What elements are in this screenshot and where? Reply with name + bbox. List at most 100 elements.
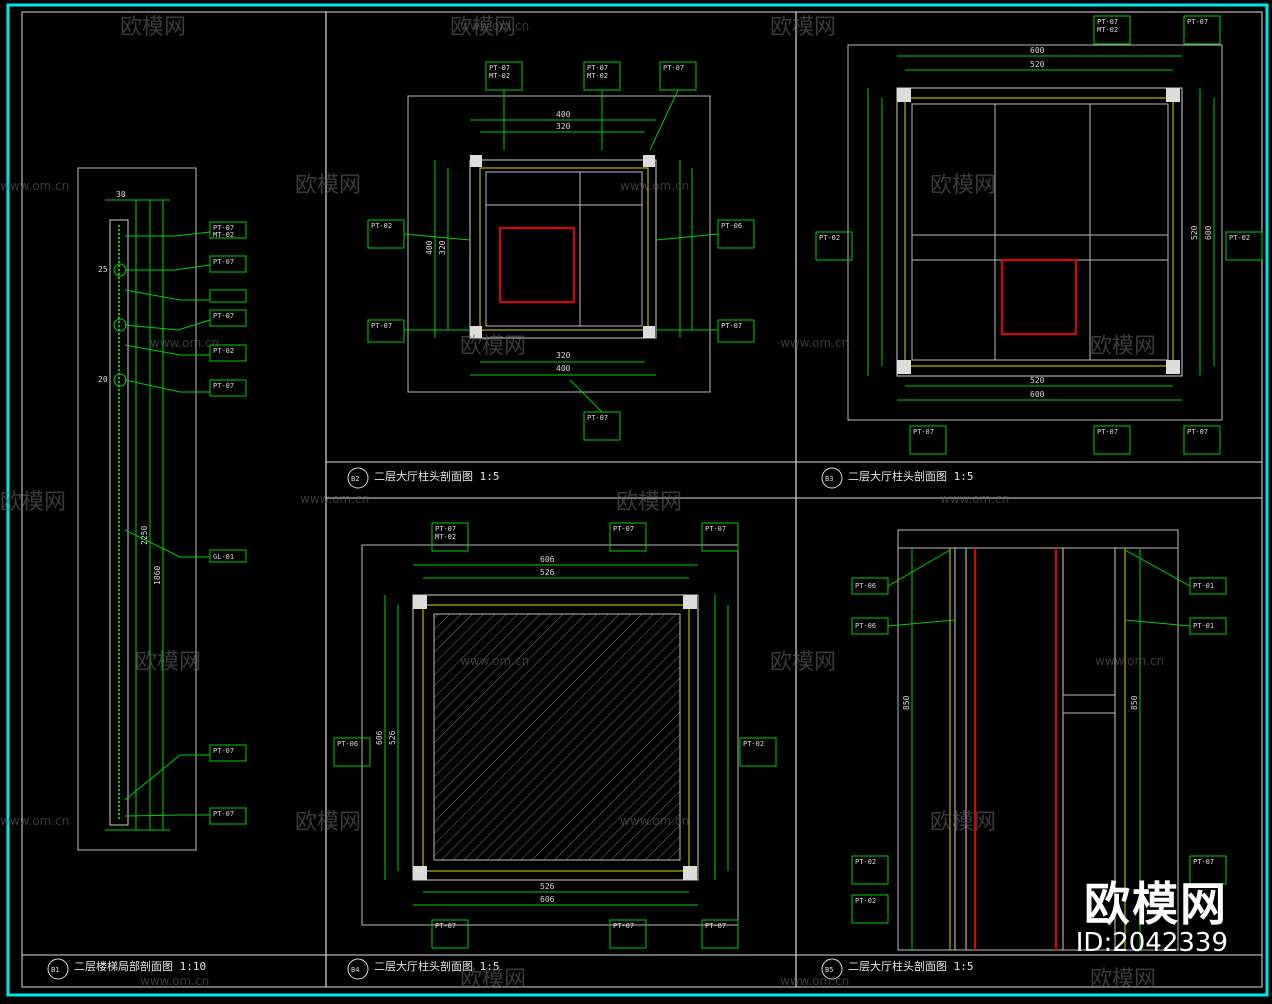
b3-tag-pt02-b: PT-02 — [1229, 234, 1250, 242]
watermark-url: www.om.cn — [0, 179, 69, 193]
panel-b4-section: 606 526 526 606 606 526 PT-07 MT-02 PT-0… — [333, 522, 777, 949]
b4-tag-pt07-c: PT-07 — [705, 525, 726, 533]
b3-dim-top-600: 600 — [1030, 46, 1045, 55]
watermark-logo: 欧模网 — [616, 490, 682, 515]
b3-tag-pt07-c: PT-07 — [913, 428, 934, 436]
b2-dim-top-400: 400 — [556, 110, 571, 119]
b1-dim-20: 20 — [98, 375, 108, 384]
b2-tag-mt02-a: MT-02 — [489, 72, 510, 80]
b4-tag-pt07-d: PT-07 — [435, 922, 456, 930]
b5-dim-right-850: 850 — [1130, 695, 1139, 710]
watermark-logo: 欧模网 — [930, 810, 996, 835]
b2-tag-pt07-c: PT-07 — [663, 64, 684, 72]
b2-tag-pt07-e: PT-07 — [721, 322, 742, 330]
b4-tag-pt07-f: PT-07 — [705, 922, 726, 930]
watermark-url: www.om.cn — [140, 974, 209, 988]
b4-dim-side-606: 606 — [375, 730, 384, 745]
b2-tag-pt07-f: PT-07 — [587, 414, 608, 422]
watermark-logo: 欧模网 — [450, 15, 516, 40]
watermark-logo: 欧模网 — [135, 650, 201, 675]
b2-dim-side-400: 400 — [425, 240, 434, 255]
b4-tag-pt06: PT-06 — [337, 740, 358, 748]
watermark-url: www.om.cn — [1095, 654, 1164, 668]
b2-tag-pt06-a: PT-06 — [721, 222, 742, 230]
title-b4-text: 二层大厅柱头剖面图 1:5 — [374, 959, 500, 973]
watermark-logo: 欧模网 — [460, 967, 526, 992]
watermark-logo: 欧模网 — [0, 490, 66, 515]
title-b4-code: B4 — [351, 966, 359, 974]
b4-tag-pt07-b: PT-07 — [613, 525, 634, 533]
watermark-logo: 欧模网 — [460, 334, 526, 359]
b5-tag-pt01-b: PT-01 — [1193, 622, 1214, 630]
b3-tag-pt02-a: PT-02 — [819, 234, 840, 242]
b5-tag-pt01-a: PT-01 — [1193, 582, 1214, 590]
panel-b1-section: 2250 1860 30 25 20 PT-07 MT-02 PT-07 PT-… — [77, 167, 247, 851]
title-b3-code: B3 — [825, 475, 833, 483]
watermark-url: www.om.cn — [460, 654, 529, 668]
b2-dim-top-320: 320 — [556, 122, 571, 131]
watermark-url: www.om.cn — [150, 336, 219, 350]
b4-tag-pt02: PT-02 — [743, 740, 764, 748]
watermark-logo: 欧模网 — [930, 173, 996, 198]
b3-tag-mt02-a: MT-02 — [1097, 26, 1118, 34]
b1-dim-25: 25 — [98, 265, 108, 274]
title-b3-text: 二层大厅柱头剖面图 1:5 — [848, 469, 974, 483]
b4-tag-pt07-a: PT-07 — [435, 525, 456, 533]
b3-dim-bottom-520: 520 — [1030, 376, 1045, 385]
b4-tag-pt07-e: PT-07 — [613, 922, 634, 930]
b3-tag-pt07-b: PT-07 — [1187, 18, 1208, 26]
sheet-inner-border — [21, 11, 1263, 988]
title-b5-code: B5 — [825, 966, 833, 974]
watermark-url: www.om.cn — [620, 814, 689, 828]
b1-tag-pt07-b: PT-07 — [213, 258, 234, 266]
b1-tag-gl01: GL-01 — [213, 553, 234, 561]
b1-tag-pt07-f: PT-07 — [213, 810, 234, 818]
watermark-url: www.om.cn — [300, 492, 369, 506]
title-b2-text: 二层大厅柱头剖面图 1:5 — [374, 469, 500, 483]
b1-tag-pt07-e: PT-07 — [213, 747, 234, 755]
b5-tag-pt06-a: PT-06 — [855, 582, 876, 590]
b5-tag-pt02-b: PT-02 — [855, 897, 876, 905]
title-b5-text: 二层大厅柱头剖面图 1:5 — [848, 959, 974, 973]
brand-id: ID:2042339 — [1075, 928, 1228, 958]
b5-tag-pt07: PT-07 — [1193, 858, 1214, 866]
watermark-logo: 欧模网 — [1090, 334, 1156, 359]
title-block-b3: B3 二层大厅柱头剖面图 1:5 — [821, 467, 974, 489]
b4-dim-top-526: 526 — [540, 568, 555, 577]
watermark-url: www.om.cn — [620, 179, 689, 193]
title-block-b5: B5 二层大厅柱头剖面图 1:5 — [821, 958, 974, 980]
sheet-border — [6, 3, 1269, 997]
b3-dim-side-600: 600 — [1204, 225, 1213, 240]
b3-dim-side-520: 520 — [1190, 225, 1199, 240]
b3-tag-pt07-e: PT-07 — [1187, 428, 1208, 436]
watermark-logo: 欧模网 — [770, 650, 836, 675]
title-b1-code: B1 — [51, 966, 59, 974]
watermark-url: www.om.cn — [780, 336, 849, 350]
b2-tag-pt07-d: PT-07 — [371, 322, 392, 330]
panel-b3-section: 600 520 520 600 600 520 PT-07 MT-02 PT-0… — [815, 15, 1263, 455]
b1-tag-pt07-a: PT-07 — [213, 224, 234, 232]
watermark-url: www.om.cn — [940, 492, 1009, 506]
b4-tag-mt02-a: MT-02 — [435, 533, 456, 541]
b1-dim-30: 30 — [116, 190, 126, 199]
title-block-b1: B1 二层楼梯局部剖面图 1:10 — [47, 958, 206, 980]
watermark-url: www.om.cn — [780, 974, 849, 988]
b4-dim-side-526: 526 — [388, 730, 397, 745]
b3-tag-pt07-d: PT-07 — [1097, 428, 1118, 436]
b2-tag-pt02-a: PT-02 — [371, 222, 392, 230]
b3-tag-pt07-a: PT-07 — [1097, 18, 1118, 26]
title-b2-code: B2 — [351, 475, 359, 483]
b2-tag-mt02-b: MT-02 — [587, 72, 608, 80]
b3-dim-bottom-600: 600 — [1030, 390, 1045, 399]
watermark-url: www.om.cn — [460, 19, 529, 33]
b4-dim-bottom-526: 526 — [540, 882, 555, 891]
panel-b5-section: 850 850 PT-06 PT-06 PT-01 PT-01 PT-02 PT… — [851, 529, 1227, 951]
b1-tag-mt02-a: MT-02 — [213, 231, 234, 239]
b5-dim-left-850: 850 — [902, 695, 911, 710]
title-block-b4: B4 二层大厅柱头剖面图 1:5 — [347, 958, 500, 980]
b1-dim-2250: 2250 — [140, 526, 149, 545]
b5-tag-pt06-b: PT-06 — [855, 622, 876, 630]
watermark-logo: 欧模网 — [770, 15, 836, 40]
brand-logo-text: 欧模网 — [1084, 877, 1228, 931]
